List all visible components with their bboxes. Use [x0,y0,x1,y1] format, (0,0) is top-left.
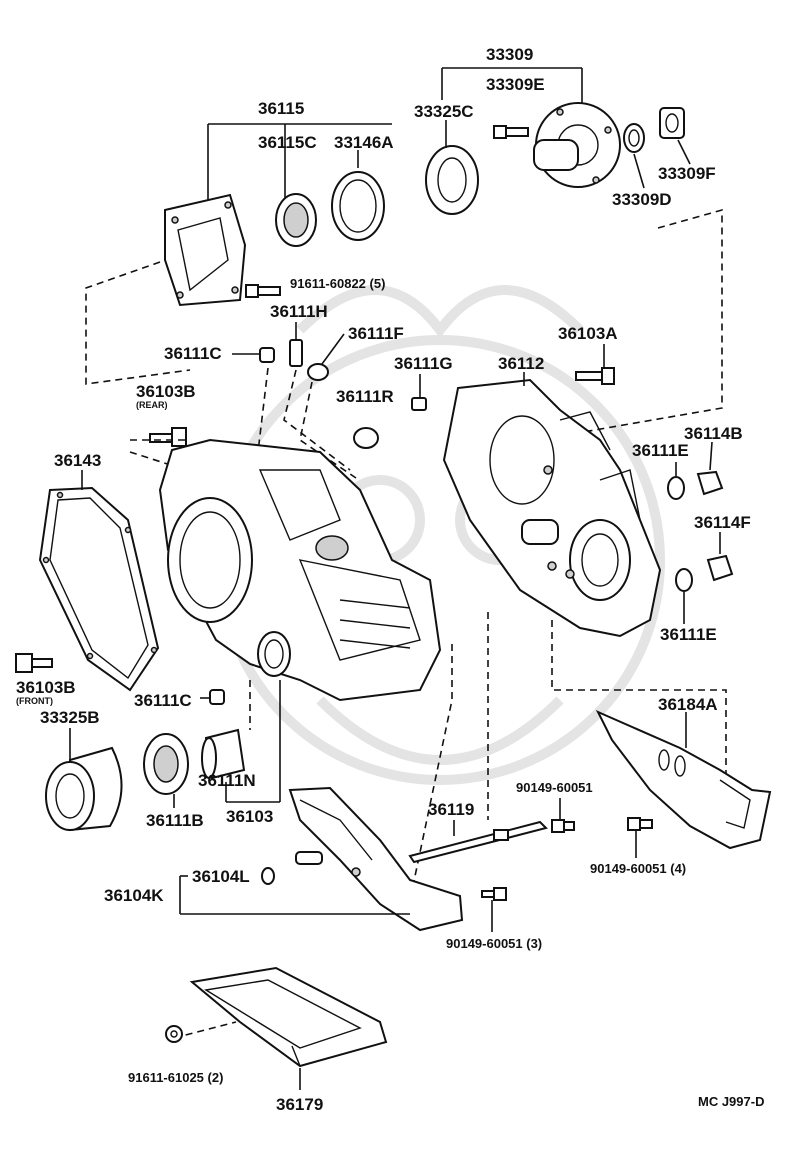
part-36103B-front-bolt[interactable] [15,653,53,673]
part-36115-cover[interactable] [164,193,247,307]
label-36104L: 36104L [192,867,250,886]
part-36104K-lever[interactable] [288,786,464,932]
part-36111C-plug-bottom[interactable] [200,689,225,705]
part-33309F-nut[interactable] [659,107,691,165]
part-90149-60051-x3-bolt[interactable] [481,887,507,932]
part-36179-pan[interactable] [189,966,388,1090]
label-36103B-rear: 36103B [136,382,196,401]
label-rear-note: (REAR) [136,400,168,410]
label-36115C: 36115C [258,133,317,152]
label-36115: 36115 [258,99,304,118]
bracket-33309 [441,67,583,108]
assembly-lines-bottom [173,612,727,1039]
label-36111E-bottom: 36111E [660,625,717,644]
part-33325C-ring[interactable] [425,120,479,215]
part-36111N-bushing[interactable] [201,728,246,780]
bracket-36103 [225,680,281,803]
label-36114B: 36114B [684,424,743,443]
part-36115C-seal[interactable] [275,193,317,247]
part-90149-60051-bolt[interactable] [551,798,575,833]
label-36103A: 36103A [558,324,618,343]
label-36111F: 36111F [348,324,404,343]
label-36103: 36103 [226,807,273,826]
label-36184A: 36184A [658,695,718,714]
label-front-note: (FRONT) [16,696,53,706]
part-36119-strap[interactable] [408,820,548,864]
bracket-36104K [179,875,410,915]
part-36112-case[interactable] [442,372,662,638]
part-33325B-sleeve[interactable] [45,728,123,832]
part-36111R-plug[interactable] [353,427,379,449]
part-36111F-plug[interactable] [307,333,345,381]
bracket-36115 [207,123,392,204]
part-91611-61025-bolt[interactable] [165,1025,183,1043]
diagram-id: MC J997-D [698,1094,764,1109]
part-36111C-plug-top[interactable] [232,347,275,363]
label-33309F: 33309F [658,164,716,183]
label-33309D: 33309D [612,190,672,209]
part-36184A-shield[interactable] [595,709,772,850]
label-91611-61025: 91611-61025 (2) [128,1070,223,1085]
part-36111H-plug[interactable] [289,322,303,367]
label-33309: 33309 [486,45,533,64]
label-36111C-top: 36111C [164,344,222,363]
label-36112: 36112 [498,354,544,373]
label-36104K: 36104K [104,886,164,905]
part-36104L-oring[interactable] [261,867,275,885]
part-91611-60822-bolt[interactable] [245,284,281,298]
label-36111H: 36111H [270,302,328,321]
label-33146A: 33146A [334,133,394,152]
label-36111C-bottom: 36111C [134,691,192,710]
part-36103B-rear-bolt[interactable] [149,427,187,447]
label-90149-60051-x3: 90149-60051 (3) [446,936,542,951]
label-33325C: 33325C [414,102,474,121]
part-36114F-plug[interactable] [706,532,734,582]
label-33325B: 33325B [40,708,100,727]
part-36114B-plug[interactable] [696,441,724,496]
part-36103-sleeve[interactable] [257,631,291,677]
label-36111E-top: 36111E [632,441,689,460]
part-33309-flange[interactable] [533,102,621,188]
assembly-lines-top [85,208,723,437]
part-36111B-seal[interactable] [143,733,189,808]
part-36111E-washer-top[interactable] [667,462,685,500]
label-33309E: 33309E [486,75,545,94]
part-36111G-pin[interactable] [411,374,427,411]
part-labels: 33309 33309E 33325C 36115 36115C 33146A … [16,45,764,1114]
part-main-case[interactable] [158,438,442,702]
label-36111B: 36111B [146,811,204,830]
part-36111E-washer-bottom[interactable] [675,568,693,624]
part-36143-gasket[interactable] [38,470,160,692]
label-36111R: 36111R [336,387,394,406]
label-36114F: 36114F [694,513,751,532]
label-91611-60822: 91611-60822 (5) [290,276,385,291]
label-36179: 36179 [276,1095,323,1114]
label-36103B-front: 36103B [16,678,76,697]
part-33309D-washer[interactable] [623,123,645,189]
part-33309E-bolt[interactable] [493,125,529,139]
part-90149-60051-x4-bolt[interactable] [627,817,653,858]
part-33146A-ring[interactable] [331,171,385,241]
label-90149-60051: 90149-60051 [516,780,593,795]
label-36111G: 36111G [394,354,453,373]
label-36119: 36119 [428,800,474,819]
label-36111N: 36111N [198,771,256,790]
label-36143: 36143 [54,451,101,470]
part-36103A-bolt[interactable] [575,344,615,385]
label-90149-60051-x4: 90149-60051 (4) [590,861,686,876]
